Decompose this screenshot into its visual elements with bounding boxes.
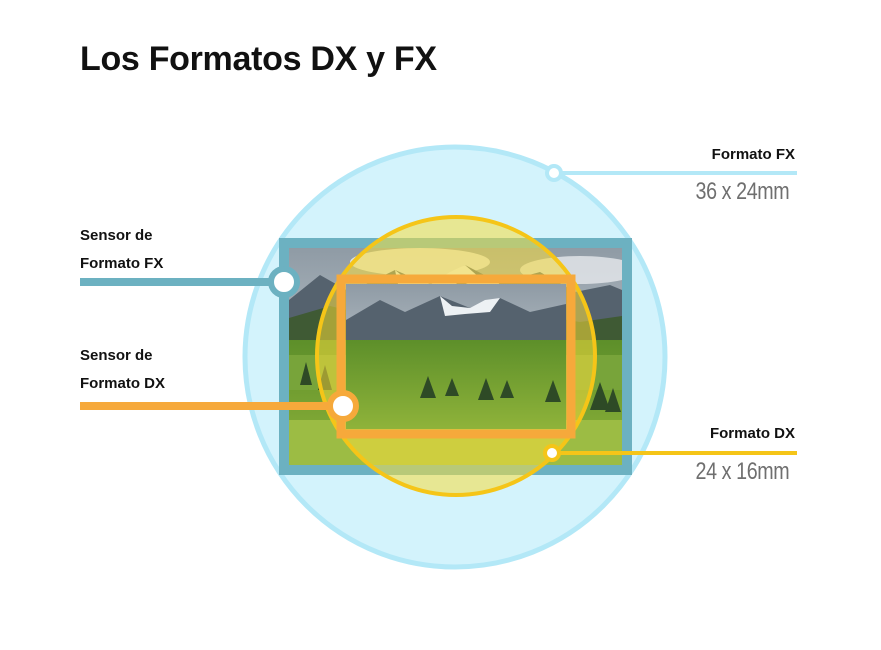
sensor-dx-label: Sensor de Formato DX <box>80 342 165 398</box>
formato-dx-label: Formato DX <box>709 425 795 442</box>
formato-fx-size: 36 x 24mm <box>695 178 789 205</box>
page-title: Los Formatos DX y FX <box>80 40 437 78</box>
formato-fx-label: Formato FX <box>711 146 795 163</box>
sensor-fx-label-line2: Formato FX <box>80 255 164 272</box>
sensor-fx-label-line1: Sensor de <box>80 227 153 244</box>
formato-dx-size: 24 x 16mm <box>695 458 789 485</box>
sensor-dx-label-line1: Sensor de <box>80 347 153 364</box>
sensor-dx-label-line2: Formato DX <box>80 375 166 392</box>
sensor-fx-label: Sensor de Formato FX <box>80 222 163 278</box>
dx-sensor-frame <box>336 274 576 439</box>
